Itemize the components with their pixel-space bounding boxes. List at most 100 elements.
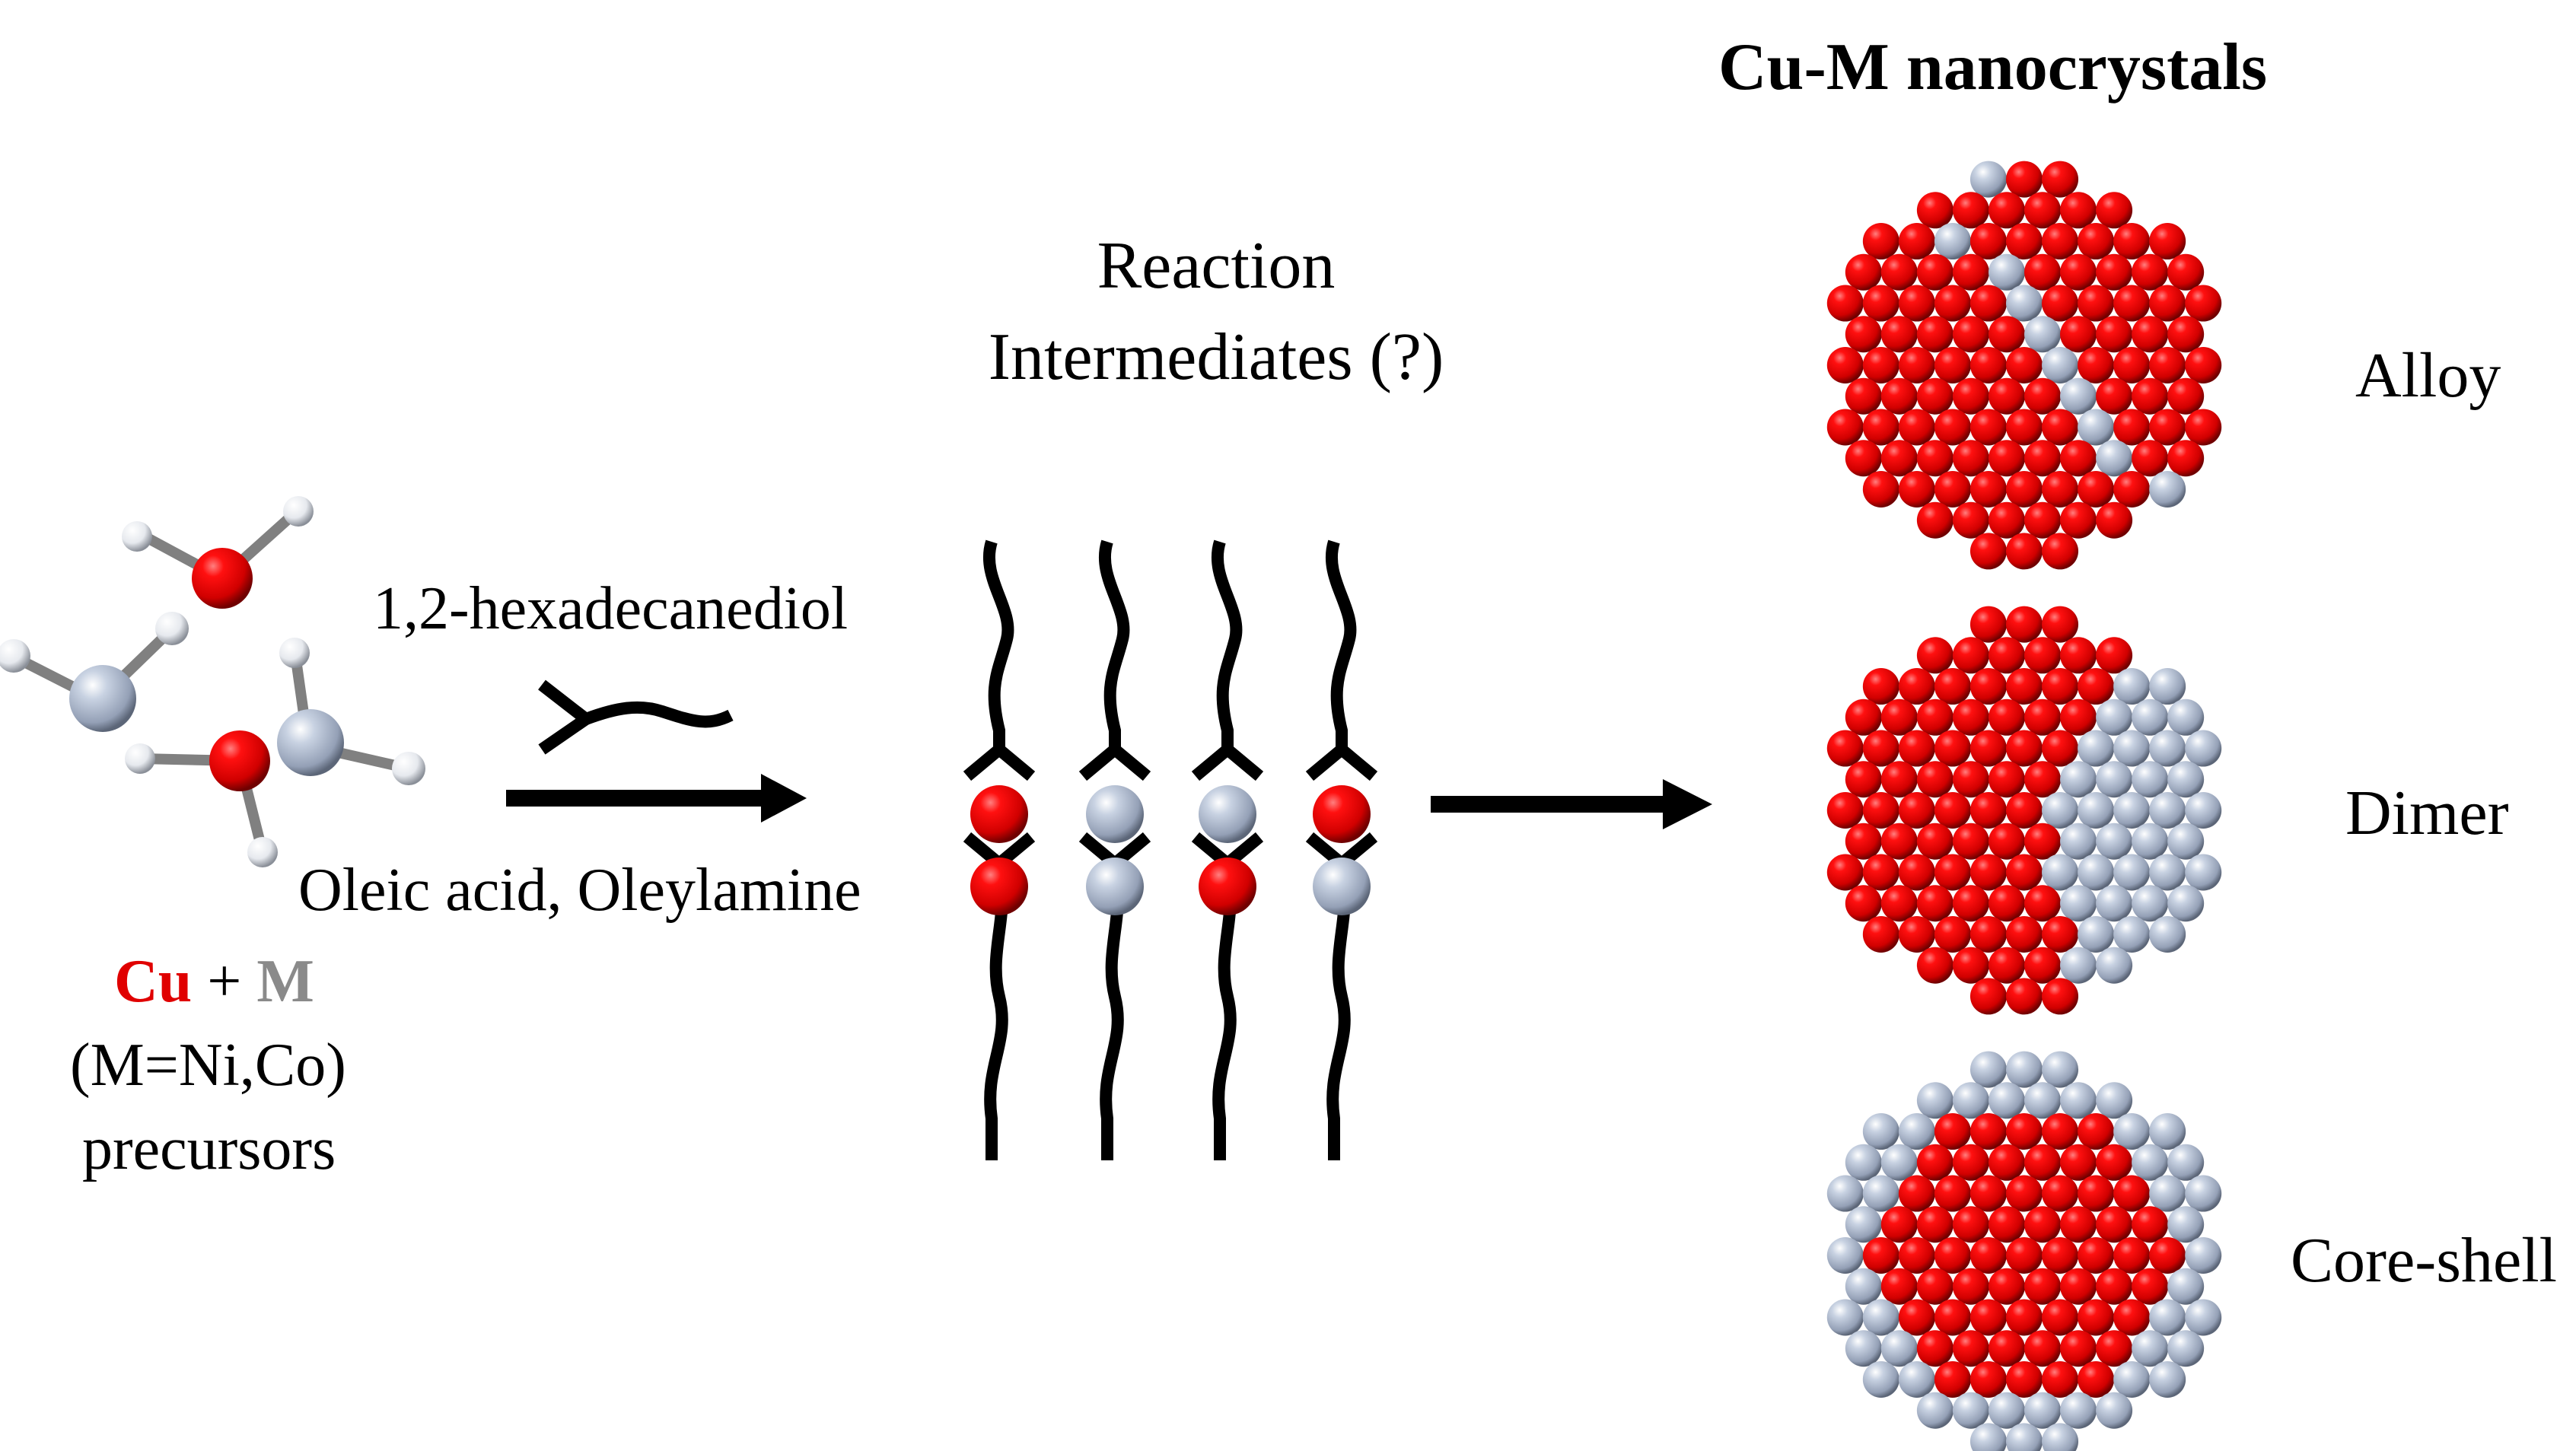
cu-atom (2132, 440, 2169, 477)
cu-atom (1916, 501, 1953, 539)
cu-atom (2060, 1144, 2097, 1181)
cu-atom (1898, 1237, 1935, 1274)
cu-atom (2060, 637, 2097, 674)
cu-atom (1934, 854, 1971, 891)
cu-atom (1952, 1330, 1989, 1367)
cu-atom (1880, 377, 1918, 415)
m-atom (2132, 698, 2169, 736)
cu-atom (1952, 440, 1989, 477)
cu-atom (2042, 1360, 2079, 1398)
alloy-nanocrystal (1826, 161, 2222, 570)
cu-atom (1988, 1206, 2025, 1243)
cu-atom (2132, 377, 2169, 415)
cu-atom (1988, 823, 2025, 860)
cu-atom (1898, 1175, 1935, 1212)
cu-atom (1934, 668, 1971, 705)
cu-atom (1969, 347, 2007, 383)
cu-atom (1845, 823, 1882, 860)
cu-atom (2006, 668, 2043, 705)
m-atom (2132, 885, 2169, 922)
cu-atom (1969, 470, 2007, 508)
cu-atom (1969, 668, 2007, 705)
cu-atom (2096, 1268, 2133, 1305)
cu-atom (2042, 1175, 2079, 1212)
cu-atom (2042, 1299, 2079, 1336)
m-atom (1969, 1423, 2007, 1451)
cu-atom (1988, 501, 2025, 539)
cu-atom (1916, 440, 1953, 477)
m-atom (2006, 1051, 2043, 1088)
cu-atom (2096, 192, 2133, 229)
alloy-label: Alloy (2355, 340, 2501, 411)
cu-atom (2042, 409, 2079, 446)
m-atom (2060, 1082, 2097, 1119)
cu-atom (1826, 409, 1864, 446)
cu-atom (2096, 377, 2133, 415)
m-atom (2096, 1392, 2133, 1429)
cu-atom (1988, 192, 2025, 229)
m-atom (2185, 792, 2222, 829)
m-atom (2185, 1175, 2222, 1212)
m-atom (2167, 885, 2205, 922)
cu-atom (2024, 823, 2061, 860)
metal-definition: (M=Ni,Co) (70, 1032, 346, 1099)
cu-atom (1898, 792, 1935, 829)
m-atom (2060, 761, 2097, 798)
cu-atom (1969, 533, 2007, 570)
cu-atom (2006, 223, 2043, 260)
m-atom (2167, 1268, 2205, 1305)
m-atom (1199, 785, 1256, 843)
cu-atom (2042, 668, 2079, 705)
cu-atom (1952, 192, 1989, 229)
cu-atom (2096, 501, 2133, 539)
cu-atom (1880, 761, 1918, 798)
cu-atom (2078, 1113, 2115, 1150)
cu-atom (2024, 947, 2061, 984)
cu-atom (1952, 253, 1989, 291)
m-atom (1988, 253, 2025, 291)
m-atom (2096, 1082, 2133, 1119)
m-atom (1880, 1330, 1918, 1367)
cu-atom (2006, 409, 2043, 446)
core-shell-nanocrystal (1826, 1051, 2222, 1451)
cu-atom (1898, 223, 1935, 260)
cu-molecule-2 (125, 730, 278, 867)
cu-atom (1934, 1175, 1971, 1212)
cu-atom (1934, 915, 1971, 953)
cu-atom (1898, 470, 1935, 508)
cu-atom (2113, 223, 2151, 260)
cu-atom (1916, 192, 1953, 229)
cu-atom (1916, 698, 1953, 736)
m-atom (2096, 761, 2133, 798)
cu-atom (1826, 285, 1864, 322)
cu-atom (1969, 1360, 2007, 1398)
cu-atom (2024, 637, 2061, 674)
cu-atom (1988, 885, 2025, 922)
m-atom (1826, 1175, 1864, 1212)
m-atom (2078, 792, 2115, 829)
m-atom (1988, 1392, 2025, 1429)
cu-atom (2060, 1330, 2097, 1367)
cu-atom (1313, 785, 1371, 843)
m-atom (2096, 947, 2133, 984)
cu-atom (2149, 1237, 2186, 1274)
cu-atom (2185, 409, 2222, 446)
cu-atom (1898, 668, 1935, 705)
cu-atom (2006, 1360, 2043, 1398)
cu-atom (2006, 730, 2043, 767)
m-atom (2167, 1206, 2205, 1243)
cu-atom (2078, 285, 2115, 322)
m-atom (1845, 1268, 1882, 1305)
cu-atom (1969, 854, 2007, 891)
m-atom (2060, 823, 2097, 860)
cu-atom (2024, 1144, 2061, 1181)
plus-sign: + (192, 948, 257, 1015)
ligand-head (1078, 741, 1151, 781)
cu-atom (1988, 1268, 2025, 1305)
cu-atom (1880, 440, 1918, 477)
m-atom (2060, 1392, 2097, 1429)
cu-atom (1862, 730, 1899, 767)
precursor-formula: Cu + M (114, 947, 314, 1017)
m-atom (2149, 1299, 2186, 1336)
